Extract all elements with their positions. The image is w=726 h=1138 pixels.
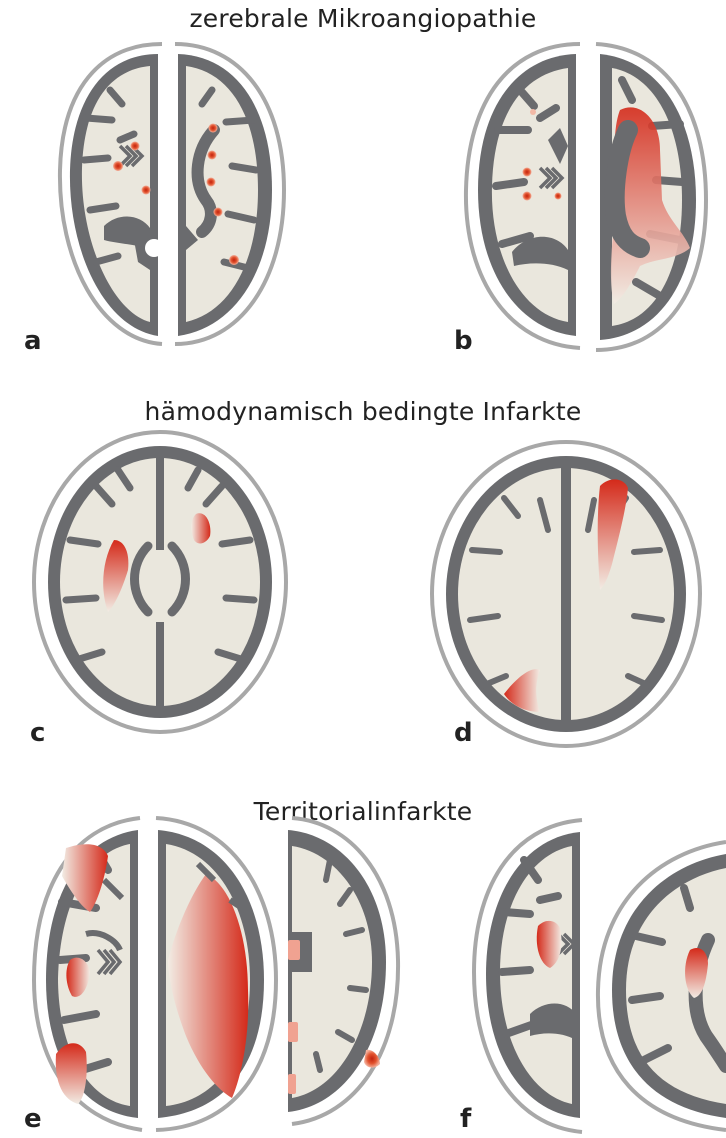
- panel-label-c: c: [30, 718, 45, 748]
- panel-label-a: a: [24, 326, 42, 356]
- panel-d-brain: [432, 442, 700, 746]
- panel-e-brain: [34, 818, 276, 1130]
- panel-label-d: d: [454, 718, 473, 748]
- panel-a-brain: [60, 44, 284, 344]
- panel-label-f: f: [460, 1104, 471, 1134]
- panel-label-e: e: [24, 1104, 42, 1134]
- panel-c-brain: [34, 432, 286, 732]
- panel-f-brain: [474, 820, 582, 1132]
- panel-label-b: b: [454, 326, 473, 356]
- panel-e-inset-brain: [288, 818, 398, 1124]
- panel-b-brain: [466, 44, 706, 350]
- panel-f-inset-brain: [598, 842, 726, 1130]
